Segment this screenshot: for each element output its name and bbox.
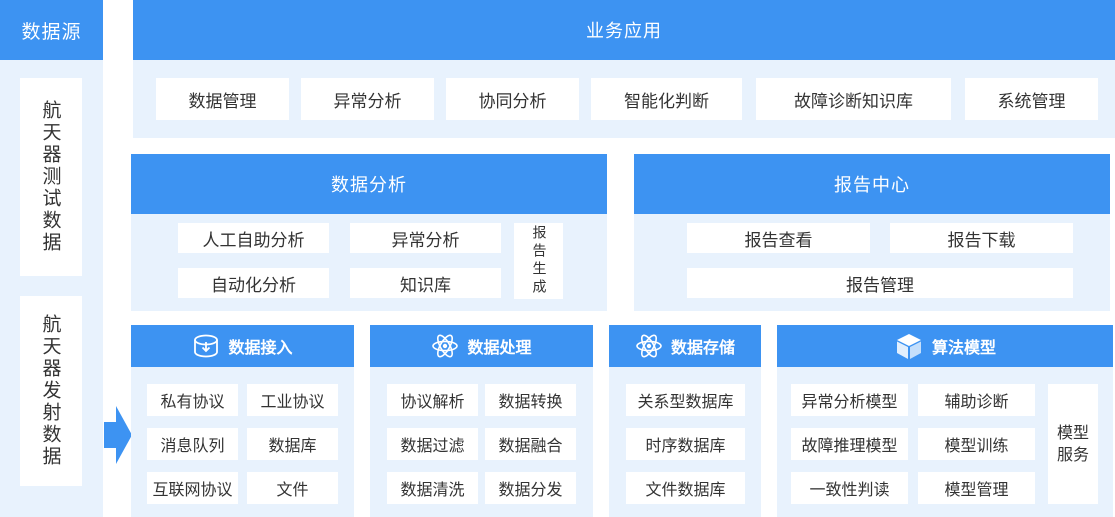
algorithm-item-anomaly-model[interactable]: 异常分析模型 [791,384,908,416]
storage-item-file-db[interactable]: 文件数据库 [626,472,745,504]
atom-icon [636,334,662,358]
analysis-item-manual[interactable]: 人工自助分析 [178,223,329,253]
processing-item-protocol-parsing[interactable]: 协议解析 [387,384,478,416]
model-service-line-1: 模型 [1056,423,1089,442]
storage-header: 数据存储 [609,325,761,367]
analysis-item-knowledge-base[interactable]: 知识库 [350,268,501,298]
access-header-label: 数据接入 [228,338,293,357]
algorithm-header-label: 算法模型 [931,338,996,357]
access-item-private-protocol[interactable]: 私有协议 [147,384,238,416]
processing-item-data-conversion[interactable]: 数据转换 [485,384,576,416]
source-card-launch: 航天器发射数据 [20,296,82,486]
business-item-data-management[interactable]: 数据管理 [156,78,289,120]
storage-item-timeseries-db[interactable]: 时序数据库 [626,428,745,460]
algorithm-item-consistency-judgment[interactable]: 一致性判读 [791,472,908,504]
source-label-launch: 航天器发射数据 [39,314,62,468]
storage-header-label: 数据存储 [670,338,735,357]
report-item-management[interactable]: 报告管理 [687,268,1073,298]
model-service-line-2: 服务 [1056,445,1089,464]
cube-icon [896,334,921,359]
source-card-test: 航天器测试数据 [20,78,82,276]
access-header: 数据接入 [131,325,354,367]
business-header: 业务应用 [133,0,1115,60]
atom-icon [432,334,459,358]
processing-header: 数据处理 [370,325,593,367]
report-generation[interactable]: 报告生成 [514,223,563,299]
report-center-header: 报告中心 [634,154,1110,214]
business-item-anomaly-analysis[interactable]: 异常分析 [301,78,434,120]
algorithm-item-assisted-diagnosis[interactable]: 辅助诊断 [918,384,1035,416]
processing-item-data-fusion[interactable]: 数据融合 [485,428,576,460]
analysis-item-automated[interactable]: 自动化分析 [178,268,329,298]
algorithm-item-fault-reasoning-model[interactable]: 故障推理模型 [791,428,908,460]
database-download-icon [194,334,219,358]
report-item-view[interactable]: 报告查看 [687,223,870,253]
access-item-internet-protocol[interactable]: 互联网协议 [147,472,238,504]
algorithm-item-model-training[interactable]: 模型训练 [918,428,1035,460]
business-item-collaborative-analysis[interactable]: 协同分析 [446,78,579,120]
processing-item-data-distribution[interactable]: 数据分发 [485,472,576,504]
source-header: 数据源 [0,0,103,60]
business-item-fault-knowledge-base[interactable]: 故障诊断知识库 [756,78,951,120]
report-item-download[interactable]: 报告下载 [890,223,1073,253]
model-service[interactable]: 模型 服务 [1048,384,1098,504]
analysis-header: 数据分析 [131,154,607,214]
flow-arrow-icon [104,406,132,464]
business-item-intelligent-judgment[interactable]: 智能化判断 [591,78,742,120]
access-item-database[interactable]: 数据库 [247,428,338,460]
analysis-item-anomaly[interactable]: 异常分析 [350,223,501,253]
processing-item-data-cleaning[interactable]: 数据清洗 [387,472,478,504]
algorithm-header: 算法模型 [777,325,1113,367]
source-label-test: 航天器测试数据 [39,100,62,254]
algorithm-item-model-management[interactable]: 模型管理 [918,472,1035,504]
processing-header-label: 数据处理 [467,338,532,357]
storage-item-relational-db[interactable]: 关系型数据库 [626,384,745,416]
business-item-system-management[interactable]: 系统管理 [965,78,1098,120]
access-item-file[interactable]: 文件 [247,472,338,504]
processing-item-data-filtering[interactable]: 数据过滤 [387,428,478,460]
report-generation-label: 报告生成 [530,225,547,297]
access-item-message-queue[interactable]: 消息队列 [147,428,238,460]
access-item-industrial-protocol[interactable]: 工业协议 [247,384,338,416]
